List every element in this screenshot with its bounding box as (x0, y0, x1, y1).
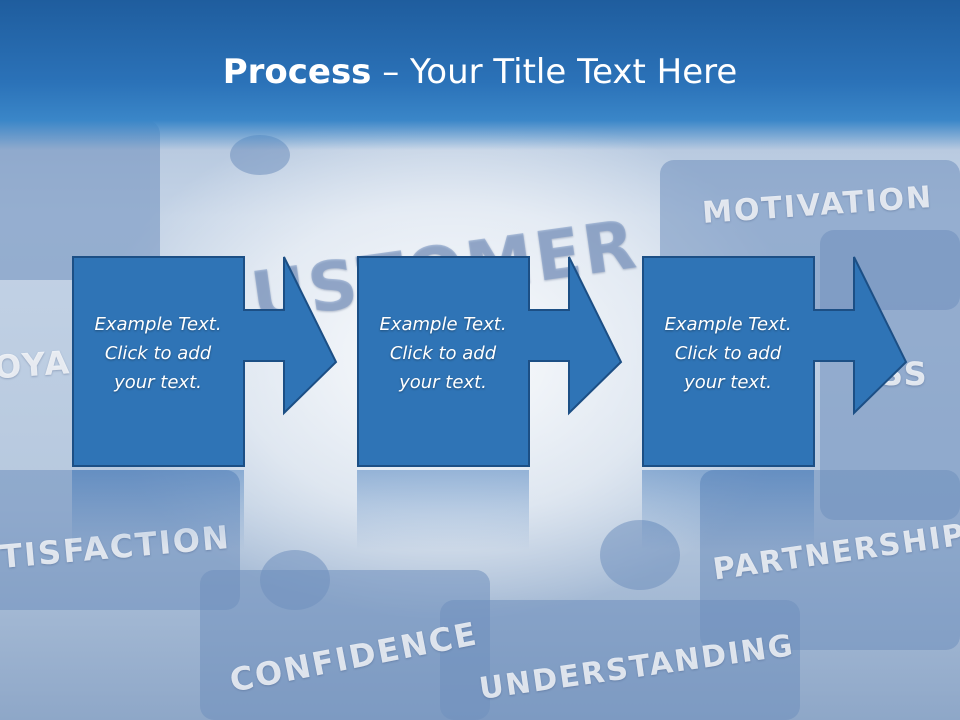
step-2-text[interactable]: Example Text. Click to add your text. (357, 310, 529, 397)
step-3-line-3: your text. (684, 372, 772, 393)
step-2-arrow-shape (357, 256, 623, 467)
step-1-line-3: your text. (114, 372, 202, 393)
slide-title[interactable]: Process – Your Title Text Here (0, 52, 960, 92)
step-2-line-3: your text. (399, 372, 487, 393)
step-2-reflection (357, 470, 529, 550)
step-2-line-1: Example Text. (379, 314, 507, 335)
title-rest: – Your Title Text Here (371, 52, 738, 92)
process-step-3[interactable]: Example Text. Click to add your text. (642, 256, 942, 468)
step-1-reflection (72, 470, 244, 550)
step-1-line-1: Example Text. (94, 314, 222, 335)
step-3-reflection (642, 470, 814, 550)
title-bold: Process (222, 52, 372, 92)
step-3-line-2: Click to add (674, 343, 782, 364)
step-2-line-2: Click to add (389, 343, 497, 364)
step-1-text[interactable]: Example Text. Click to add your text. (72, 310, 244, 397)
step-1-arrow-shape (72, 256, 338, 467)
step-3-line-1: Example Text. (664, 314, 792, 335)
process-step-2[interactable]: Example Text. Click to add your text. (357, 256, 703, 468)
title-bar (0, 0, 960, 150)
step-1-line-2: Click to add (104, 343, 212, 364)
step-3-text[interactable]: Example Text. Click to add your text. (642, 310, 814, 397)
step-3-arrow-shape (642, 256, 908, 467)
process-step-1[interactable]: Example Text. Click to add your text. (72, 256, 418, 468)
